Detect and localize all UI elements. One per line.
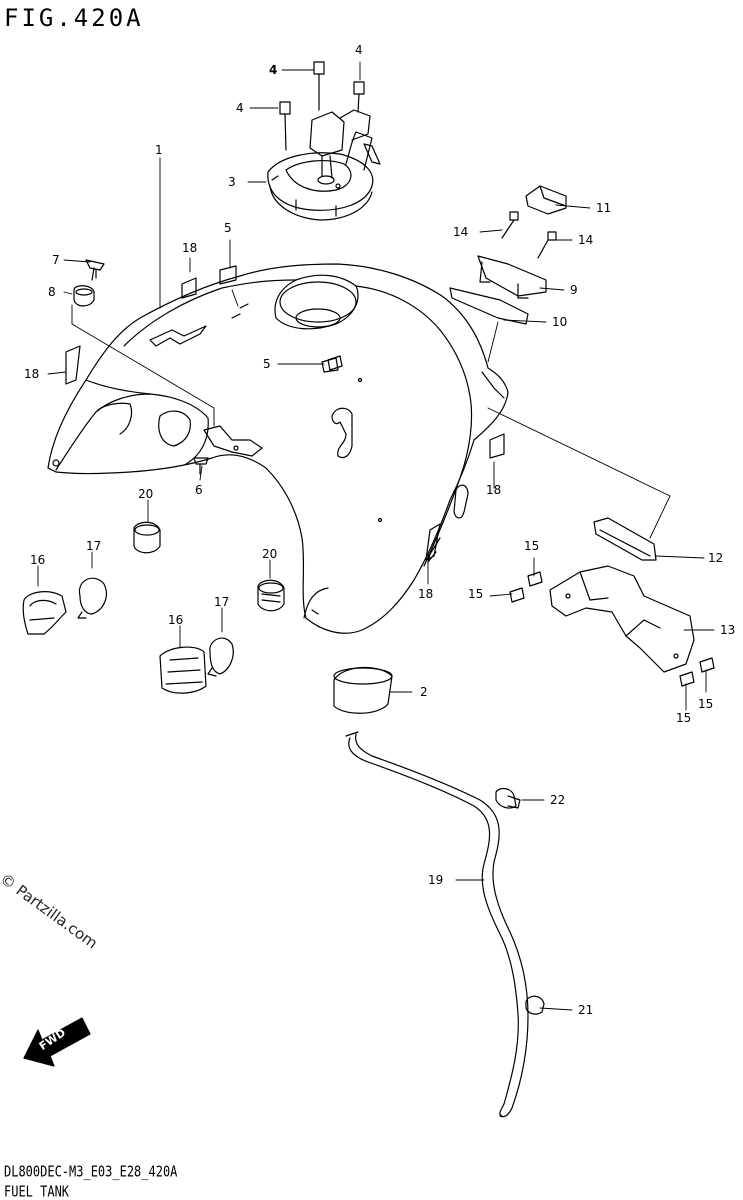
cap-bolts: [279, 61, 365, 151]
callout-14: 14: [453, 225, 469, 239]
callout-15: 15: [698, 697, 714, 711]
callout-20: 20: [138, 487, 154, 501]
figure-label: FIG.420A: [4, 4, 144, 32]
callout-19: 19: [428, 873, 444, 887]
callout-4: 4: [269, 63, 278, 77]
callout-17: 17: [86, 539, 102, 553]
callout-17: 17: [214, 595, 230, 609]
callout-5: 5: [263, 357, 271, 371]
fuel-tank-illustration: [47, 263, 509, 634]
section-name: FUEL TANK: [4, 1182, 70, 1200]
callout-4: 4: [236, 101, 244, 115]
callout-15: 15: [468, 587, 484, 601]
fuel-cap-illustration: [267, 109, 381, 221]
callout-16: 16: [168, 613, 184, 627]
callout-12: 12: [708, 551, 724, 565]
callout-10: 10: [552, 315, 568, 329]
callout-15: 15: [676, 711, 692, 725]
small-parts-right: [449, 185, 715, 687]
small-parts-left: [22, 259, 505, 694]
callout-18: 18: [24, 367, 40, 381]
callout-16: 16: [30, 553, 46, 567]
model-code: DL800DEC-M3_E03_E28_420A: [4, 1162, 178, 1181]
callout-9: 9: [570, 283, 578, 297]
callout-18: 18: [418, 587, 434, 601]
callout-3: 3: [228, 175, 236, 189]
callout-4: 4: [355, 43, 363, 57]
callout-21: 21: [578, 1003, 594, 1017]
callout-7: 7: [52, 253, 60, 267]
callout-18: 18: [486, 483, 502, 497]
callout-18: 18: [182, 241, 198, 255]
callout-15: 15: [524, 539, 540, 553]
callout-8: 8: [48, 285, 56, 299]
callout-5: 5: [224, 221, 232, 235]
callout-14: 14: [578, 233, 594, 247]
callout-13: 13: [720, 623, 736, 637]
callout-11: 11: [596, 201, 612, 215]
callout-20: 20: [262, 547, 278, 561]
fwd-arrow-icon: [23, 1017, 91, 1067]
callout-22: 22: [550, 793, 566, 807]
callout-6: 6: [195, 483, 203, 497]
callout-1: 1: [155, 143, 163, 157]
leader-lines: [37, 61, 715, 1011]
callout-2: 2: [420, 685, 428, 699]
lower-parts: [333, 666, 545, 1118]
